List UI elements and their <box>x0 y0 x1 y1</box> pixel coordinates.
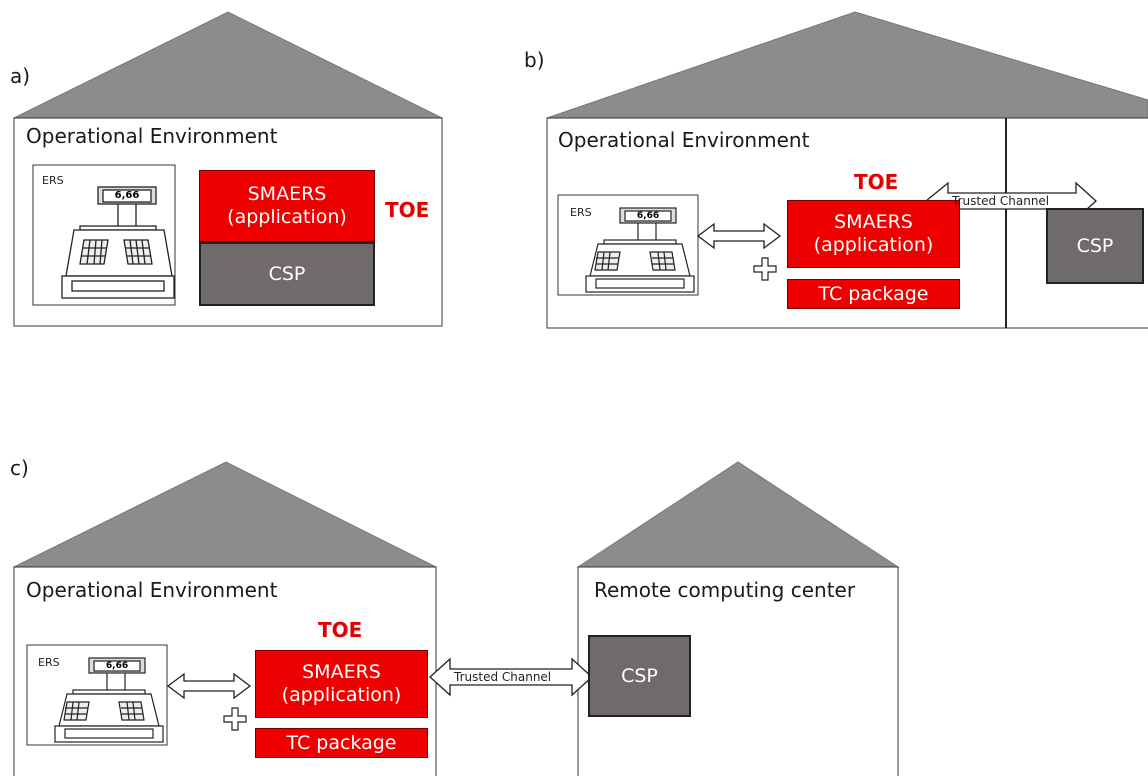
env-title-b: Operational Environment <box>558 128 810 152</box>
smaers-box-b: SMAERS (application) <box>787 200 960 268</box>
csp-box-a: CSP <box>199 242 375 306</box>
tc-package-b: TC package <box>787 279 960 309</box>
smaers-box-c: SMAERS (application) <box>255 650 428 718</box>
house-roof-c-remote <box>576 461 900 568</box>
env-title-a: Operational Environment <box>26 124 278 148</box>
env-title-c: Operational Environment <box>26 578 278 602</box>
panel-label-c: c) <box>10 456 29 480</box>
panel-label-a: a) <box>10 64 31 88</box>
csp-box-c: CSP <box>588 635 691 717</box>
ers-label-c: ERS <box>38 656 60 669</box>
cash-register-icon-c <box>54 657 164 743</box>
double-arrow-b-ers <box>696 222 782 250</box>
cash-register-icon-a <box>61 186 175 299</box>
panel-label-b: b) <box>524 48 545 72</box>
trusted-channel-label-b: Trusted Channel <box>952 194 1050 208</box>
house-roof-b <box>546 11 1148 119</box>
ers-label-b: ERS <box>570 206 592 219</box>
register-display-a: 6,66 <box>114 190 140 201</box>
csp-box-b: CSP <box>1046 208 1144 284</box>
tc-package-c: TC package <box>255 728 428 758</box>
toe-label-a: TOE <box>385 198 430 222</box>
house-roof-a <box>13 11 443 119</box>
ers-label-a: ERS <box>42 174 64 187</box>
plus-icon-c <box>223 707 247 731</box>
cash-register-icon-b <box>585 207 695 293</box>
register-display-c: 6,66 <box>105 661 129 671</box>
trusted-channel-label-c: Trusted Channel <box>454 670 552 684</box>
remote-title-c: Remote computing center <box>594 578 856 602</box>
house-roof-c-local <box>13 461 437 568</box>
double-arrow-c-ers <box>166 672 252 700</box>
plus-icon-b <box>753 257 777 281</box>
toe-label-b: TOE <box>854 170 899 194</box>
toe-label-c: TOE <box>318 618 363 642</box>
register-display-b: 6,66 <box>636 211 660 221</box>
smaers-box-a: SMAERS (application) <box>199 170 375 242</box>
